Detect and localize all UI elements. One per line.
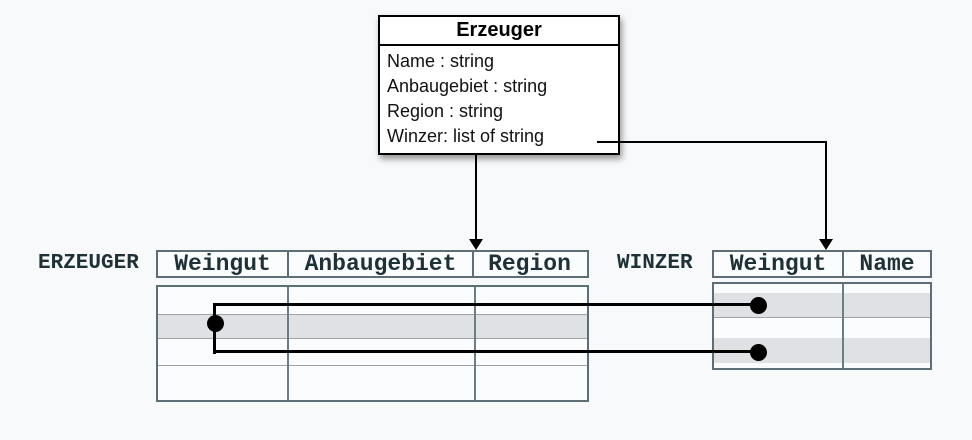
winzer-table-header: Weingut Name <box>712 250 932 278</box>
row-link-bottom-horizontal <box>213 350 758 353</box>
class-attribute-region: Region : string <box>387 101 504 121</box>
winzer-col-name: Name <box>842 252 930 276</box>
class-box-erzeuger: Erzeuger Name : string Anbaugebiet : str… <box>378 15 620 155</box>
row-link-dot-winzer-1 <box>750 297 767 314</box>
winzer-column-divider <box>842 284 844 368</box>
winzer-table-label: WINZER <box>617 252 693 275</box>
row-link-dot-erzeuger <box>207 315 224 332</box>
erzeuger-row-divider <box>158 314 587 315</box>
row-link-dot-winzer-2 <box>750 344 767 361</box>
class-attributes: Name : string Anbaugebiet : string Regio… <box>380 46 618 153</box>
erzeuger-table-header: Weingut Anbaugebiet Region <box>156 250 589 278</box>
erzeuger-highlighted-row <box>158 314 587 338</box>
class-title: Erzeuger <box>380 17 618 46</box>
winzer-row-divider <box>714 317 930 318</box>
erzeuger-table-label: ERZEUGER <box>38 252 139 275</box>
arrow-to-winzer-vline <box>825 141 827 240</box>
erzeuger-column-divider <box>287 287 289 400</box>
arrow-to-erzeuger-line <box>475 153 477 240</box>
erzeuger-col-weingut: Weingut <box>174 252 271 276</box>
erzeuger-col-anbaugebiet: Anbaugebiet <box>287 252 472 276</box>
winzer-table-body <box>712 282 932 370</box>
winzer-col-weingut: Weingut <box>729 252 827 276</box>
erzeuger-row-divider <box>158 338 587 339</box>
erzeuger-column-divider <box>474 287 476 400</box>
arrow-to-winzer-hline <box>597 141 827 143</box>
arrow-to-erzeuger-head-icon <box>469 239 483 250</box>
class-attribute-winzer: Winzer: list of string <box>387 126 545 146</box>
class-attribute-anbaugebiet: Anbaugebiet : string <box>387 76 548 96</box>
arrow-to-winzer-head-icon <box>819 239 833 250</box>
erzeuger-col-region: Region <box>472 252 585 276</box>
row-link-top-horizontal <box>213 303 758 306</box>
erzeuger-row-divider <box>158 365 587 366</box>
class-attribute-name: Name : string <box>387 51 495 71</box>
